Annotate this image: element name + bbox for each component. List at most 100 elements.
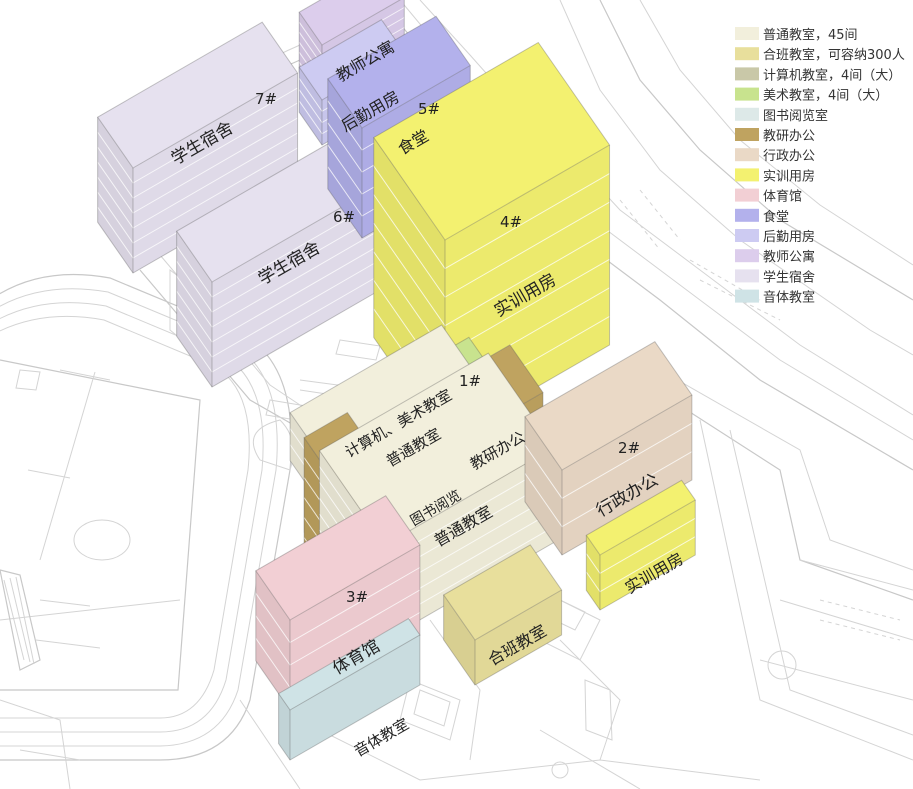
legend-swatch (735, 289, 759, 303)
legend-label: 食堂 (763, 209, 789, 225)
legend-swatch (735, 188, 759, 202)
building-6-number: 6# (333, 208, 355, 226)
building-7-dorm-roof (97, 22, 298, 168)
building-6-dorm-floor-line (176, 201, 377, 298)
building-4-number: 4# (500, 213, 522, 231)
building-3-music-outline (278, 635, 421, 761)
legend-item: 合班教室，可容纳300人 (735, 47, 905, 63)
building-2-training-roof-edge (585, 479, 696, 556)
legend-item: 普通教室，45间 (735, 27, 858, 43)
legend-item: 教师公寓 (735, 249, 815, 265)
building-2-admin-outline (524, 395, 693, 556)
legend-label: 学生宿舍 (763, 269, 815, 285)
legend-label: 行政办公 (763, 149, 815, 164)
building-1-classroom-main-roof (319, 353, 554, 545)
building-6-dorm-floor-line (176, 216, 377, 313)
legend-label: 合班教室，可容纳300人 (763, 47, 905, 63)
building-3-gym-roof-edge (255, 495, 421, 621)
building-3-gym-floor-line (255, 589, 421, 666)
building-6-dorm-side-face (176, 231, 212, 387)
building-4-training-floor-line (373, 222, 610, 327)
legend-swatch (735, 269, 759, 283)
legend-label: 体育馆 (763, 189, 802, 205)
building-3-music-roof-edge (277, 617, 421, 711)
building-3-music-roof (278, 618, 420, 710)
legend-swatch (735, 208, 759, 222)
legend-item: 学生宿舍 (735, 269, 815, 285)
building-7-dorm-front-face (133, 73, 298, 273)
building-5-number: 5# (418, 100, 440, 118)
building-3-gym-floor-line (255, 567, 421, 644)
building-2-admin-roof (524, 341, 692, 470)
stadium-stand (0, 569, 41, 671)
legend-swatch (735, 148, 759, 162)
building-7-dorm-floor-line (97, 117, 298, 214)
building-4-training-roof-edge (373, 41, 611, 241)
legend-item: 后勤用房 (735, 229, 815, 245)
building-6-dorm-floor-line (176, 246, 377, 343)
legend-item: 音体教室 (735, 289, 815, 306)
legend-swatch (735, 168, 759, 182)
building-5-teacher-apartment-roof (299, 0, 400, 45)
building-7-dorm-floor-line (97, 132, 298, 229)
building-4-training-floor-line (373, 165, 610, 270)
lecture-hall-roof (443, 544, 562, 640)
building-5-canteen-roof (327, 16, 471, 128)
building-5-logistics-roof (299, 19, 405, 101)
building-7-number: 7# (255, 90, 277, 108)
legend-item: 教研办公 (735, 128, 815, 144)
lecture-hall-side-face (443, 594, 475, 685)
building-6-dorm-floor-line (176, 276, 377, 373)
legend-item: 体育馆 (735, 188, 802, 205)
building-6-dorm (175, 135, 378, 388)
legend-label: 图书阅览室 (763, 108, 828, 124)
building-2-training-floor-line (585, 536, 696, 593)
building-3-music-side-face (278, 693, 290, 760)
legend-item: 图书阅览室 (735, 107, 828, 124)
legend-swatch (735, 47, 759, 61)
building-7-dorm (96, 21, 299, 274)
legend-label: 计算机教室，4间（大） (763, 67, 901, 83)
legend-label: 美术教室，4间（大） (763, 88, 888, 104)
building-1-number: 1# (459, 372, 481, 390)
building-2-admin (524, 341, 693, 556)
building-6-dorm-front-face (212, 187, 377, 387)
building-2-admin-floor-line (524, 451, 693, 528)
building-1-classroom-main-roof-edge (318, 352, 555, 546)
building-2-admin-roof-edge (524, 341, 693, 471)
building-6-dorm-floor-line (176, 231, 377, 328)
building-2-admin-side-face (524, 416, 562, 555)
legend-label: 实训用房 (763, 168, 815, 184)
building-2-training-roof (586, 480, 696, 555)
building-3-music (277, 617, 421, 761)
legend-item: 美术教室，4间（大） (735, 87, 888, 104)
legend-swatch (735, 128, 759, 141)
building-7-dorm-floor-line (97, 147, 298, 244)
building-4-training-roof (373, 42, 610, 240)
building-2-admin-front-face (562, 395, 692, 555)
building-2-admin-floor-line (524, 422, 693, 499)
legend-label: 教研办公 (763, 128, 815, 144)
music-sports-label: 音体教室 (351, 715, 412, 761)
building-7-dorm-floor-line (97, 102, 298, 199)
building-2-number: 2# (618, 439, 640, 457)
lecture-hall-outline (443, 590, 563, 686)
building-2-training (585, 479, 696, 611)
legend-swatch (735, 67, 759, 81)
buildings-layer (96, 0, 696, 761)
building-5-teacher-apartment-roof-edge (298, 0, 401, 46)
legend-label: 后勤用房 (763, 229, 815, 245)
building-3-gym-roof (255, 495, 420, 620)
building-2-training-front-face (600, 500, 696, 610)
lecture-hall-roof-edge (442, 544, 563, 641)
building-2-training-floor-line (585, 517, 696, 574)
legend-swatch (735, 87, 759, 101)
legend-item: 实训用房 (735, 168, 815, 184)
building-7-dorm-side-face (97, 117, 133, 273)
legend-swatch (735, 107, 759, 121)
building-5-canteen-side-face (327, 78, 362, 238)
legend-item: 计算机教室，4间（大） (735, 67, 901, 83)
building-3-music-front-face (290, 635, 420, 760)
legend-label: 音体教室 (763, 290, 815, 306)
